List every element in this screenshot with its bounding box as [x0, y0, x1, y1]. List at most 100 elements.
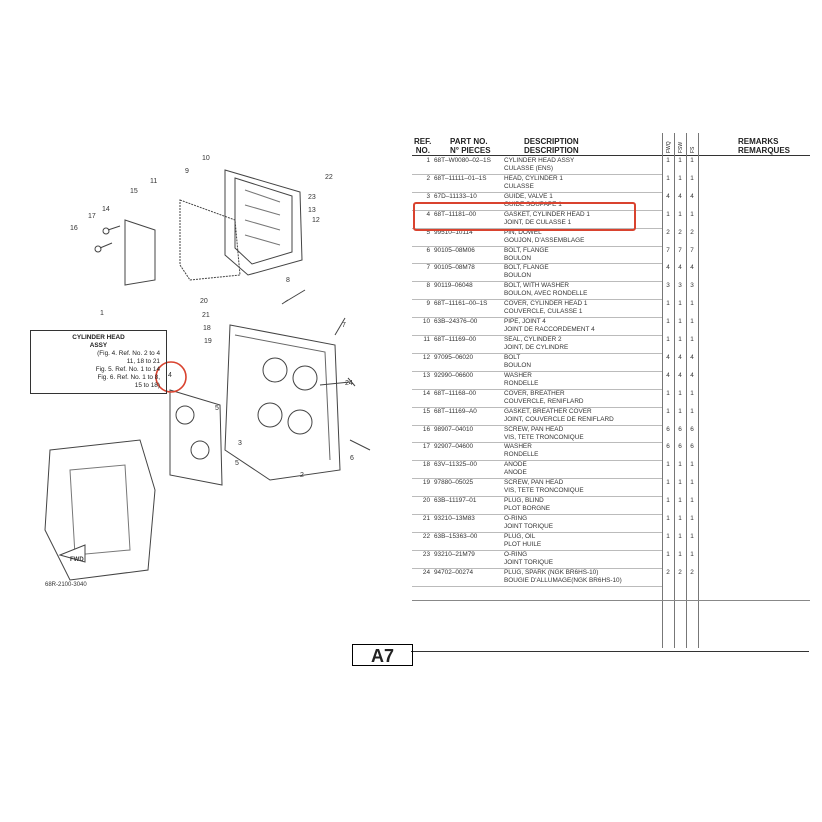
header-remarks: REMARKS REMARQUES — [738, 137, 791, 155]
table-bottom-rule — [412, 600, 810, 601]
qty-cell: 1 — [678, 461, 682, 469]
label-2: 2 — [300, 472, 304, 479]
part-no-cell: 97880–05025 — [434, 479, 474, 487]
label-11: 11 — [150, 178, 158, 185]
label-6: 6 — [350, 455, 354, 462]
ref-no-cell: 12 — [422, 353, 430, 361]
qty-cell: 7 — [690, 246, 694, 254]
label-21: 21 — [202, 312, 210, 319]
row-rule — [412, 424, 662, 426]
description-fr-cell: GOUJON, D'ASSEMBLAGE — [504, 236, 585, 244]
row-rule — [412, 299, 662, 301]
qty-cell: 1 — [666, 336, 670, 343]
qty-cell: 1 — [678, 479, 682, 487]
description-cell: PLUG, BLIND — [504, 497, 544, 505]
qty-cell: 1 — [666, 550, 670, 558]
qty-cell: 4 — [678, 371, 682, 379]
part-no-cell: 98907–04010 — [434, 425, 474, 433]
part-no-cell: 93210–13M83 — [434, 515, 475, 522]
description-cell: SEAL, CYLINDER 2 — [504, 336, 562, 343]
row-rule — [412, 442, 662, 444]
ref-no-cell: 3 — [426, 192, 430, 200]
qty-cell: 1 — [666, 318, 670, 326]
ref-no-cell: 21 — [422, 515, 430, 522]
label-5: 5 — [215, 405, 219, 412]
ref-no-cell: 23 — [422, 550, 430, 558]
highlighted-row-frame — [413, 202, 636, 231]
description-fr-cell: VIS, TETE TRONCONIQUE — [504, 487, 584, 495]
figure-code: 68R-2100-3040 — [45, 582, 87, 588]
ref-no-cell: 1 — [426, 157, 430, 164]
qty-cell: 1 — [690, 515, 694, 522]
row-rule — [412, 245, 662, 247]
page-label: A7 — [352, 644, 413, 666]
qty-cell: 1 — [690, 550, 694, 558]
row-rule — [412, 585, 662, 587]
part-no-cell: 67D–11133–10 — [434, 192, 477, 200]
assy-callout-title: CYLINDER HEAD ASSY — [72, 334, 125, 349]
qty-cell: 1 — [678, 550, 682, 558]
assy-callout-line: Fig. 6. Ref. No. 1 to 8, — [97, 374, 160, 381]
column-rule — [698, 133, 699, 648]
row-rule — [412, 227, 662, 229]
qty-cell: 7 — [666, 246, 670, 254]
description-fr-cell: JOINT DE RACCORDEMENT 4 — [504, 326, 595, 334]
qty-cell: 2 — [666, 228, 670, 236]
qty-cell: 1 — [678, 497, 682, 505]
description-cell: WASHER — [504, 371, 532, 379]
description-fr-cell: CULASSE (ENS) — [504, 165, 554, 172]
assy-callout-line: 11, 18 to 21 — [126, 358, 160, 365]
ref-no-cell: 14 — [422, 389, 430, 397]
qty-cell: 1 — [678, 515, 682, 522]
label-13: 13 — [308, 207, 316, 214]
label-12: 12 — [312, 217, 320, 224]
row-rule — [412, 478, 662, 480]
ref-no-cell: 9 — [426, 300, 430, 308]
cylinder-head-shape — [224, 324, 341, 481]
part-no-cell: 63B–15363–00 — [434, 532, 478, 540]
qty-cell: 1 — [678, 532, 682, 540]
row-rule — [412, 352, 662, 354]
qty-cell: 1 — [690, 479, 694, 487]
part-no-cell: 97095–06020 — [434, 353, 474, 361]
row-rule — [412, 388, 662, 390]
qty-cell: 2 — [678, 228, 682, 236]
part-no-cell: 68T–11181–00 — [434, 210, 477, 218]
header-part-no: PART NO. N° PIECES — [450, 137, 491, 155]
ref-no-cell: 15 — [422, 407, 430, 415]
description-cell: CYLINDER HEAD ASSY — [504, 157, 575, 164]
description-cell: O-RING — [504, 550, 528, 558]
description-cell: GUIDE, VALVE 1 — [504, 192, 553, 200]
qty-cell: 2 — [690, 228, 694, 236]
description-cell: COVER, BREATHER — [504, 389, 565, 397]
ref-no-cell: 8 — [426, 282, 430, 290]
row-rule — [412, 406, 662, 408]
row-rule — [412, 317, 662, 319]
part-no-cell: 68T–11161–00–1S — [434, 300, 488, 308]
qty-cell: 1 — [666, 210, 670, 218]
qty-cell: 4 — [690, 371, 694, 379]
label-14: 14 — [102, 206, 110, 213]
label-24: 24 — [345, 380, 353, 387]
description-fr-cell: PLOT BORGNE — [504, 505, 551, 513]
description-fr-cell: BOULON — [504, 254, 531, 262]
qty-cell: 1 — [666, 157, 670, 164]
description-cell: PIPE, JOINT 4 — [504, 318, 546, 326]
qty-cell: 2 — [666, 568, 670, 576]
assy-callout-line: Fig. 5. Ref. No. 1 to 14 — [95, 366, 160, 373]
ref-no-cell: 7 — [426, 264, 430, 272]
part-no-cell: 90105–08M78 — [434, 264, 475, 272]
head-cover-shape — [224, 169, 303, 276]
row-rule — [412, 263, 662, 265]
fwd-label: FWD — [70, 557, 84, 563]
part-no-cell: 68T–11169–A0 — [434, 407, 477, 415]
description-fr-cell: JOINT, DE CULASSE 1 — [504, 218, 572, 226]
row-rule — [412, 370, 662, 372]
